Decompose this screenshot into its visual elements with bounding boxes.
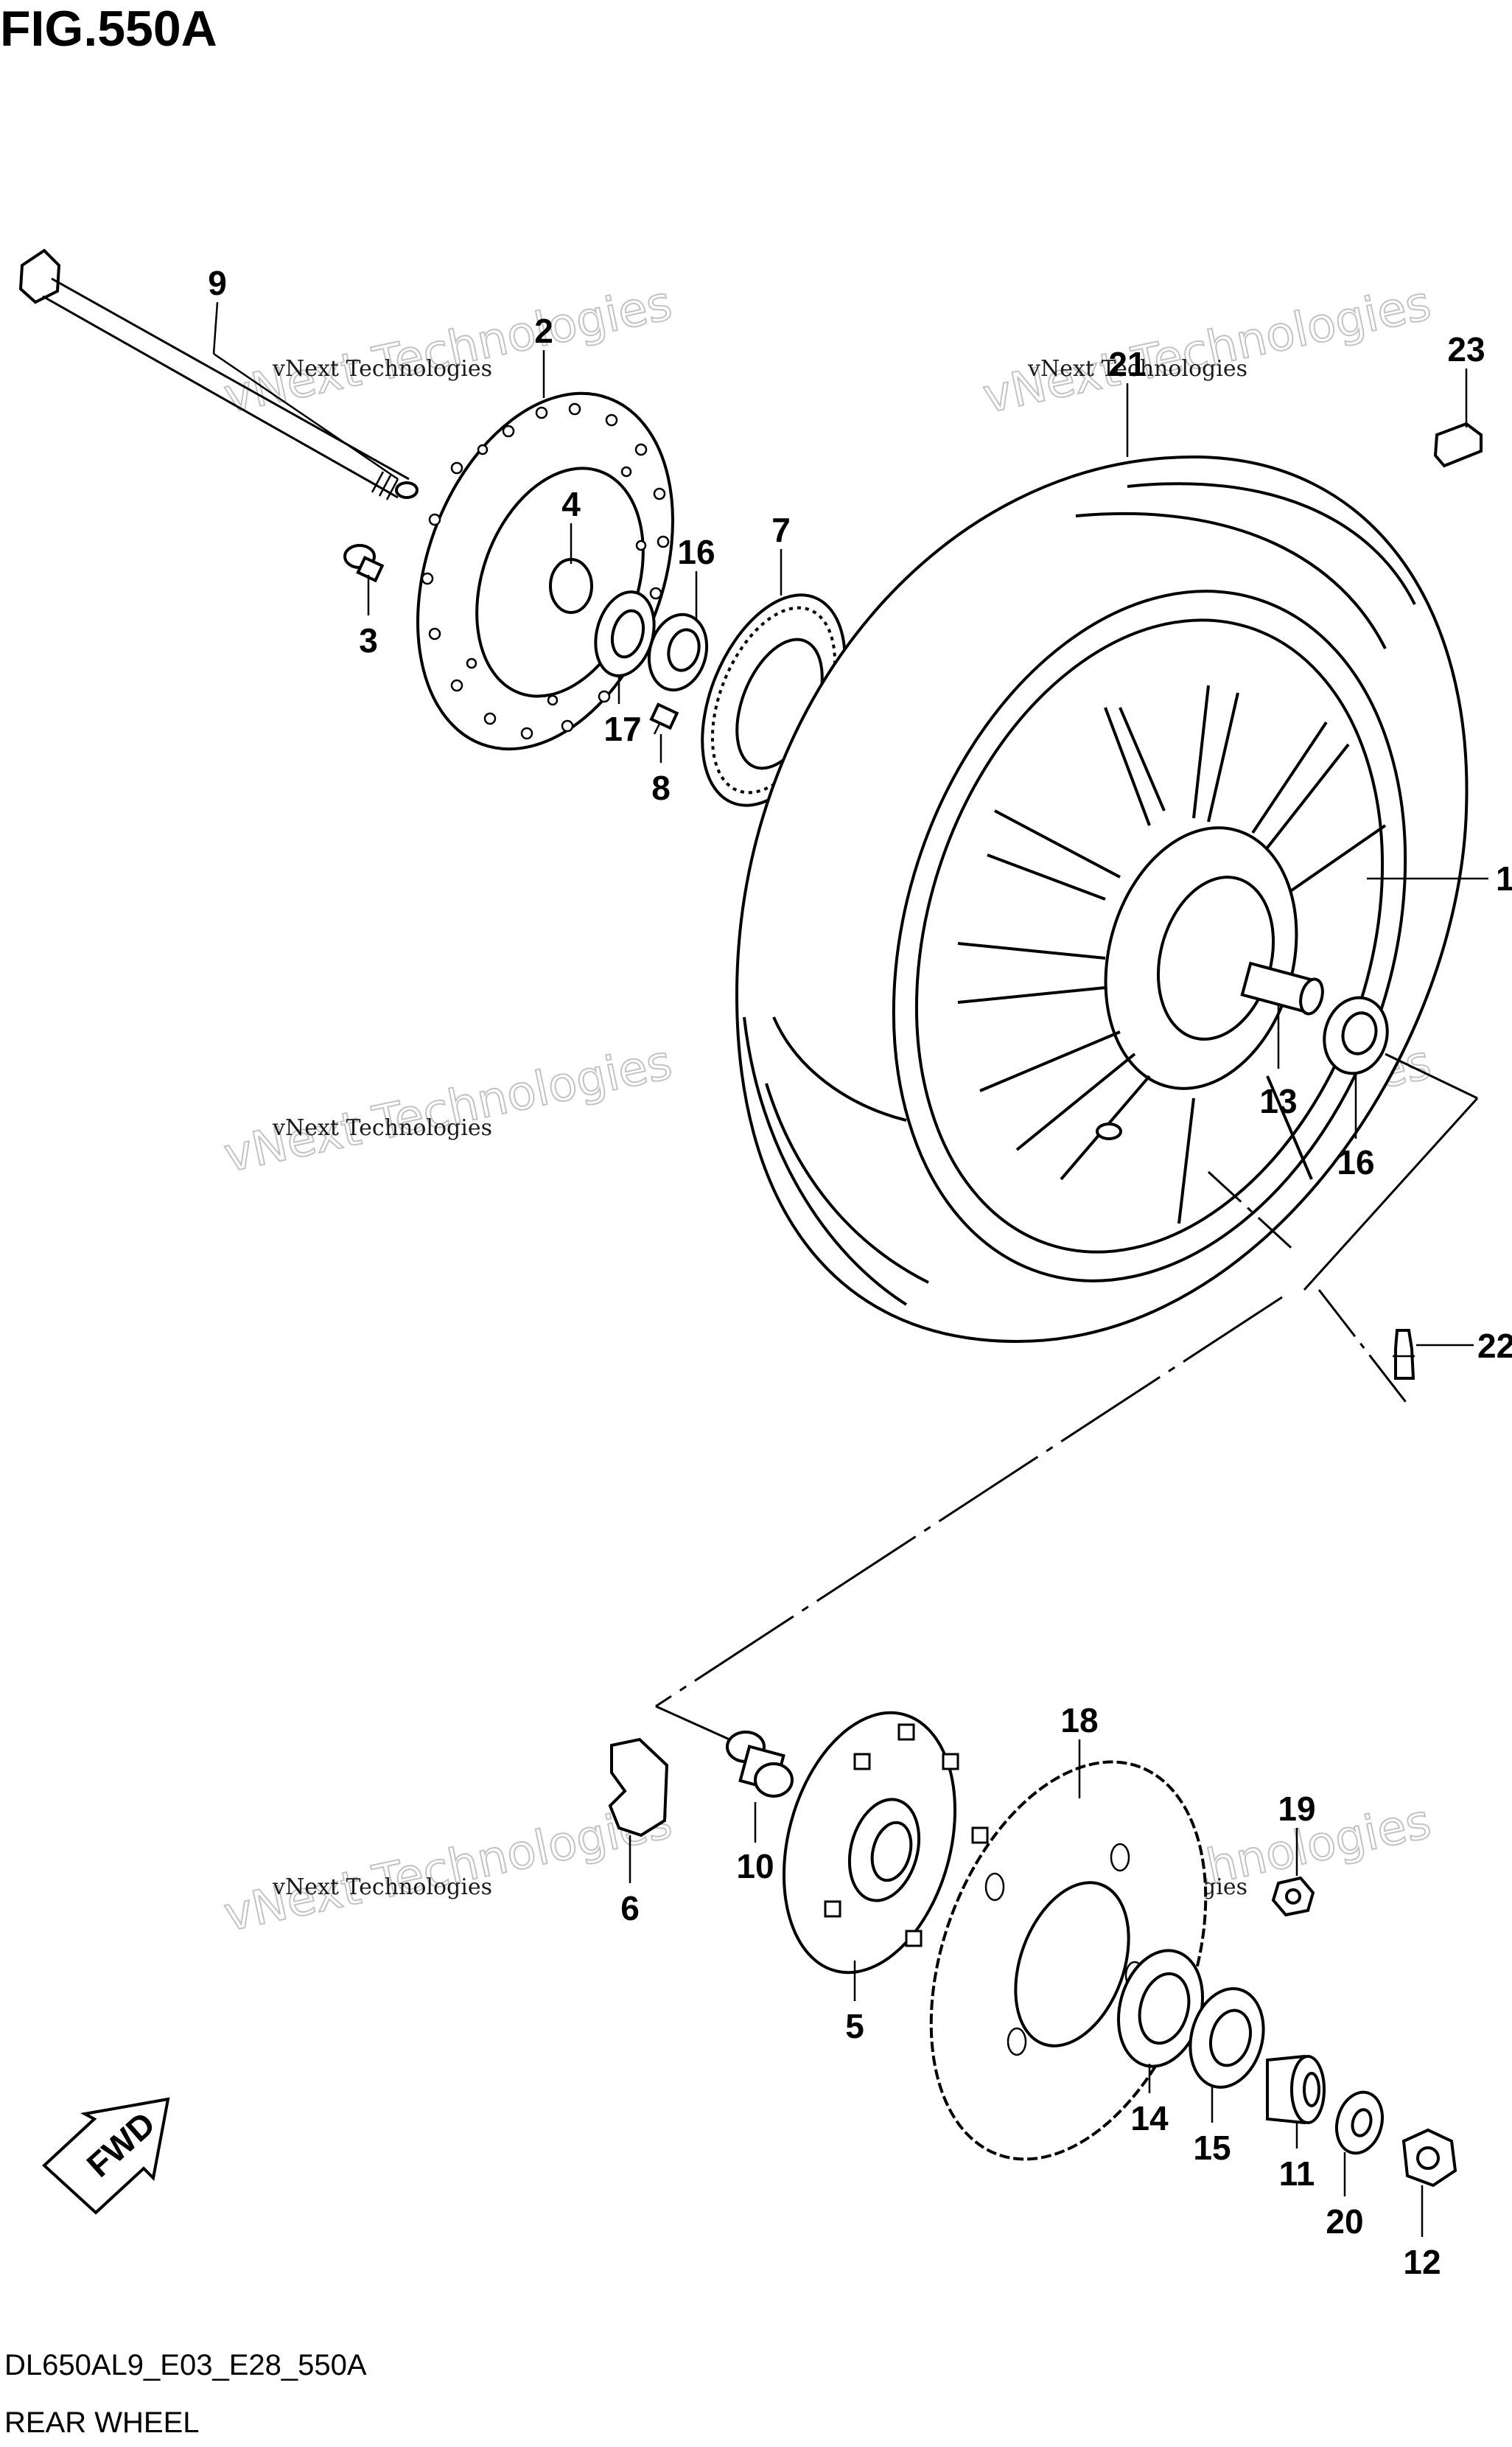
- callout-9: 9: [208, 264, 227, 302]
- part-11-spacer: [1266, 2054, 1326, 2125]
- callout-17: 17: [603, 710, 641, 748]
- svg-text:vNext Technologies: vNext Technologies: [979, 276, 1435, 425]
- forward-arrow-icon: FWD: [42, 2097, 170, 2215]
- figure-title: FIG.550A: [0, 1, 217, 57]
- part-15-oil-seal: [1189, 1987, 1265, 2089]
- figure-name: REAR WHEEL: [4, 2406, 200, 2439]
- part-13-spacer: [1240, 961, 1324, 1016]
- part-20-washer: [1335, 2090, 1384, 2155]
- callout-16-lower: 16: [1337, 1143, 1374, 1181]
- part-17-oil-seal: [594, 590, 656, 677]
- leader-lines: [212, 301, 1488, 2237]
- callout-4: 4: [561, 485, 581, 523]
- callout-10: 10: [736, 1847, 774, 1885]
- part-12-nut: [1401, 2128, 1457, 2188]
- callout-1: 1: [1496, 859, 1512, 898]
- part-16-bearing-upper: [647, 612, 709, 692]
- part-22-valve: [1393, 1329, 1415, 1380]
- svg-text:vNext Technologies: vNext Technologies: [272, 1115, 492, 1141]
- svg-text:vNext Technologies: vNext Technologies: [1027, 356, 1247, 382]
- callout-8: 8: [651, 769, 671, 807]
- part-3-bolt: [343, 544, 385, 583]
- part-19-nut: [1271, 1876, 1315, 1917]
- svg-text:vNext Technologies: vNext Technologies: [220, 1036, 676, 1184]
- callout-6: 6: [620, 1889, 640, 1927]
- callout-22: 22: [1477, 1327, 1512, 1365]
- callout-7: 7: [771, 511, 791, 549]
- assembly-connector-lines: [655, 1053, 1479, 1741]
- callout-13: 13: [1259, 1082, 1297, 1120]
- callout-23: 23: [1447, 330, 1485, 369]
- callout-12: 12: [1403, 2243, 1441, 2281]
- callout-2: 2: [534, 312, 553, 350]
- part-10-bushing: [726, 1731, 794, 1798]
- svg-text:vNext Technologies: vNext Technologies: [272, 356, 492, 382]
- callout-11: 11: [1279, 2154, 1315, 2193]
- svg-text:vNext Technologies: vNext Technologies: [220, 1795, 676, 1943]
- callout-19: 19: [1278, 1790, 1315, 1828]
- part-23-balance-weight: [1433, 422, 1483, 468]
- callout-16-upper: 16: [677, 533, 715, 571]
- callout-14: 14: [1130, 2099, 1169, 2137]
- part-6-damper: [608, 1737, 669, 1837]
- svg-text:vNext Technologies: vNext Technologies: [272, 1874, 492, 1900]
- part-16-bearing-lower: [1323, 996, 1389, 1075]
- part-1-wheel: [892, 590, 1407, 1282]
- part-5-sprocket-drum: [782, 1711, 989, 1975]
- callout-labels: 9 2 21 23 4 3 16 7 17 8 1 13 16 22 18 19…: [208, 264, 1512, 2281]
- callout-21: 21: [1108, 345, 1146, 383]
- figure-code: DL650AL9_E03_E28_550A: [4, 2349, 367, 2381]
- part-8-screw: [649, 702, 679, 735]
- callout-18: 18: [1060, 1701, 1098, 1739]
- callout-5: 5: [845, 2007, 864, 2045]
- callout-3: 3: [359, 621, 378, 660]
- callout-15: 15: [1193, 2129, 1231, 2167]
- callout-20: 20: [1326, 2202, 1363, 2241]
